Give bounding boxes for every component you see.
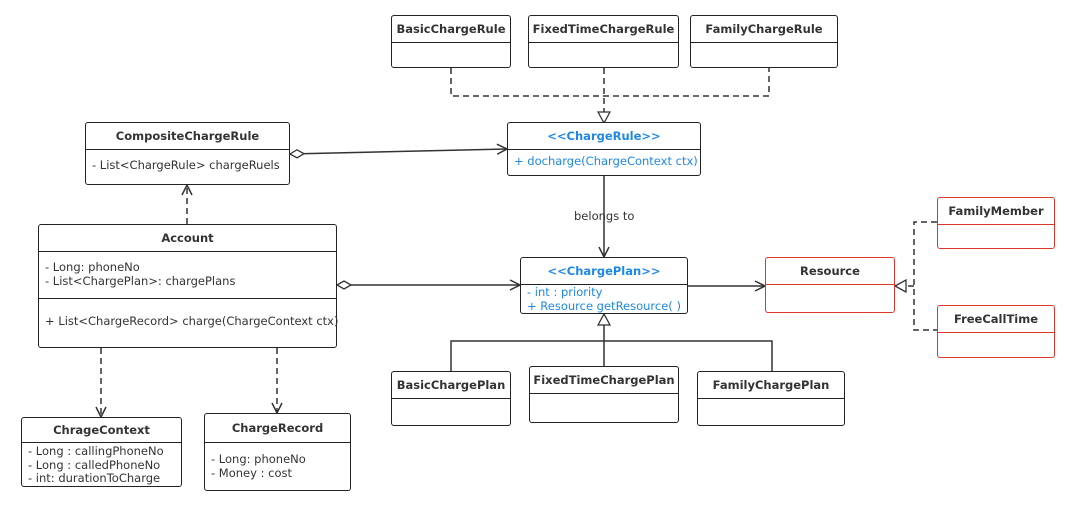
attribute: - Long: phoneNo [45,260,140,274]
attribute: - Long : calledPhoneNo [28,457,161,472]
class-name: FreeCallTime [953,312,1039,326]
class-account[interactable]: Account - Long: phoneNo - List<ChargePla… [38,224,339,348]
class-name: Resource [800,264,860,278]
class-charge-context[interactable]: ChrageContext - Long : callingPhoneNo - … [21,417,182,487]
generalization-plans [450,340,773,371]
class-body [698,398,844,425]
class-name: ChargeRecord [231,421,324,435]
interface-charge-plan[interactable]: <<ChargePlan>> - int : priority + Resour… [520,257,688,314]
class-body [530,393,678,422]
class-attributes: - Long : callingPhoneNo - Long : calledP… [22,442,181,489]
realization-basic-rule [450,68,770,97]
class-name: FixedTimeChargeRule [532,22,675,36]
class-attributes: - int : priority + Resource getResource(… [521,284,687,316]
class-charge-record[interactable]: ChargeRecord - Long: phoneNo - Money : c… [204,413,351,491]
attribute: - Long : callingPhoneNo [28,444,164,458]
class-name: <<ChargePlan>> [547,264,661,278]
class-composite-charge-rule[interactable]: CompositeChargeRule - List<ChargeRule> c… [85,122,290,185]
class-name: FamilyChargePlan [712,378,830,392]
class-name: <<ChargeRule>> [547,129,661,143]
class-attributes: - List<ChargeRule> chargeRuels [86,149,289,176]
class-name: FamilyMember [948,204,1044,218]
class-body [938,332,1054,357]
attribute: - int : priority [527,285,603,299]
class-name: FamilyChargeRule [705,22,823,36]
class-body [529,42,678,67]
class-body [392,42,510,67]
class-name: CompositeChargeRule [115,129,260,143]
class-name: BasicChargePlan [396,378,506,392]
class-body [392,398,510,425]
class-resource[interactable]: Resource [765,257,895,313]
attribute: - Long: phoneNo [211,452,306,466]
realization-family-member [913,221,937,331]
class-basic-charge-rule[interactable]: BasicChargeRule [391,15,511,68]
class-name: ChrageContext [53,423,150,437]
attribute: - List<ChargePlan>: chargePlans [45,273,236,288]
interface-charge-rule[interactable]: <<ChargeRule>> + docharge(ChargeContext … [507,122,701,176]
class-free-call-time[interactable]: FreeCallTime [937,305,1055,358]
class-methods: + docharge(ChargeContext ctx) [508,149,700,172]
attribute: - Money : cost [211,465,292,480]
class-family-charge-rule[interactable]: FamilyChargeRule [690,15,838,68]
class-fixed-time-charge-rule[interactable]: FixedTimeChargeRule [528,15,679,68]
class-fixed-time-charge-plan[interactable]: FixedTimeChargePlan [529,366,679,423]
relation-label-belongs-to: belongs to [574,209,635,223]
class-name: Account [161,231,214,245]
method: + docharge(ChargeContext ctx) [514,154,698,168]
class-methods: + List<ChargeRecord> charge(ChargeContex… [39,298,339,332]
class-family-charge-plan[interactable]: FamilyChargePlan [697,371,845,426]
attribute: - int: durationToCharge [28,471,161,485]
class-attributes: - Long: phoneNo - Money : cost [205,442,350,483]
class-body [938,224,1054,248]
class-name: BasicChargeRule [396,22,506,36]
method: + List<ChargeRecord> charge(ChargeContex… [45,314,339,328]
method: + Resource getResource( ) [527,298,681,313]
class-basic-charge-plan[interactable]: BasicChargePlan [391,371,511,426]
class-name: FixedTimeChargePlan [533,373,675,387]
aggregation-composite-to-rule [290,149,507,154]
class-family-member[interactable]: FamilyMember [937,197,1055,249]
attribute: - List<ChargeRule> chargeRuels [92,158,280,172]
class-attributes: - Long: phoneNo - List<ChargePlan>: char… [39,251,336,298]
class-body [691,42,837,67]
class-body [766,284,894,312]
